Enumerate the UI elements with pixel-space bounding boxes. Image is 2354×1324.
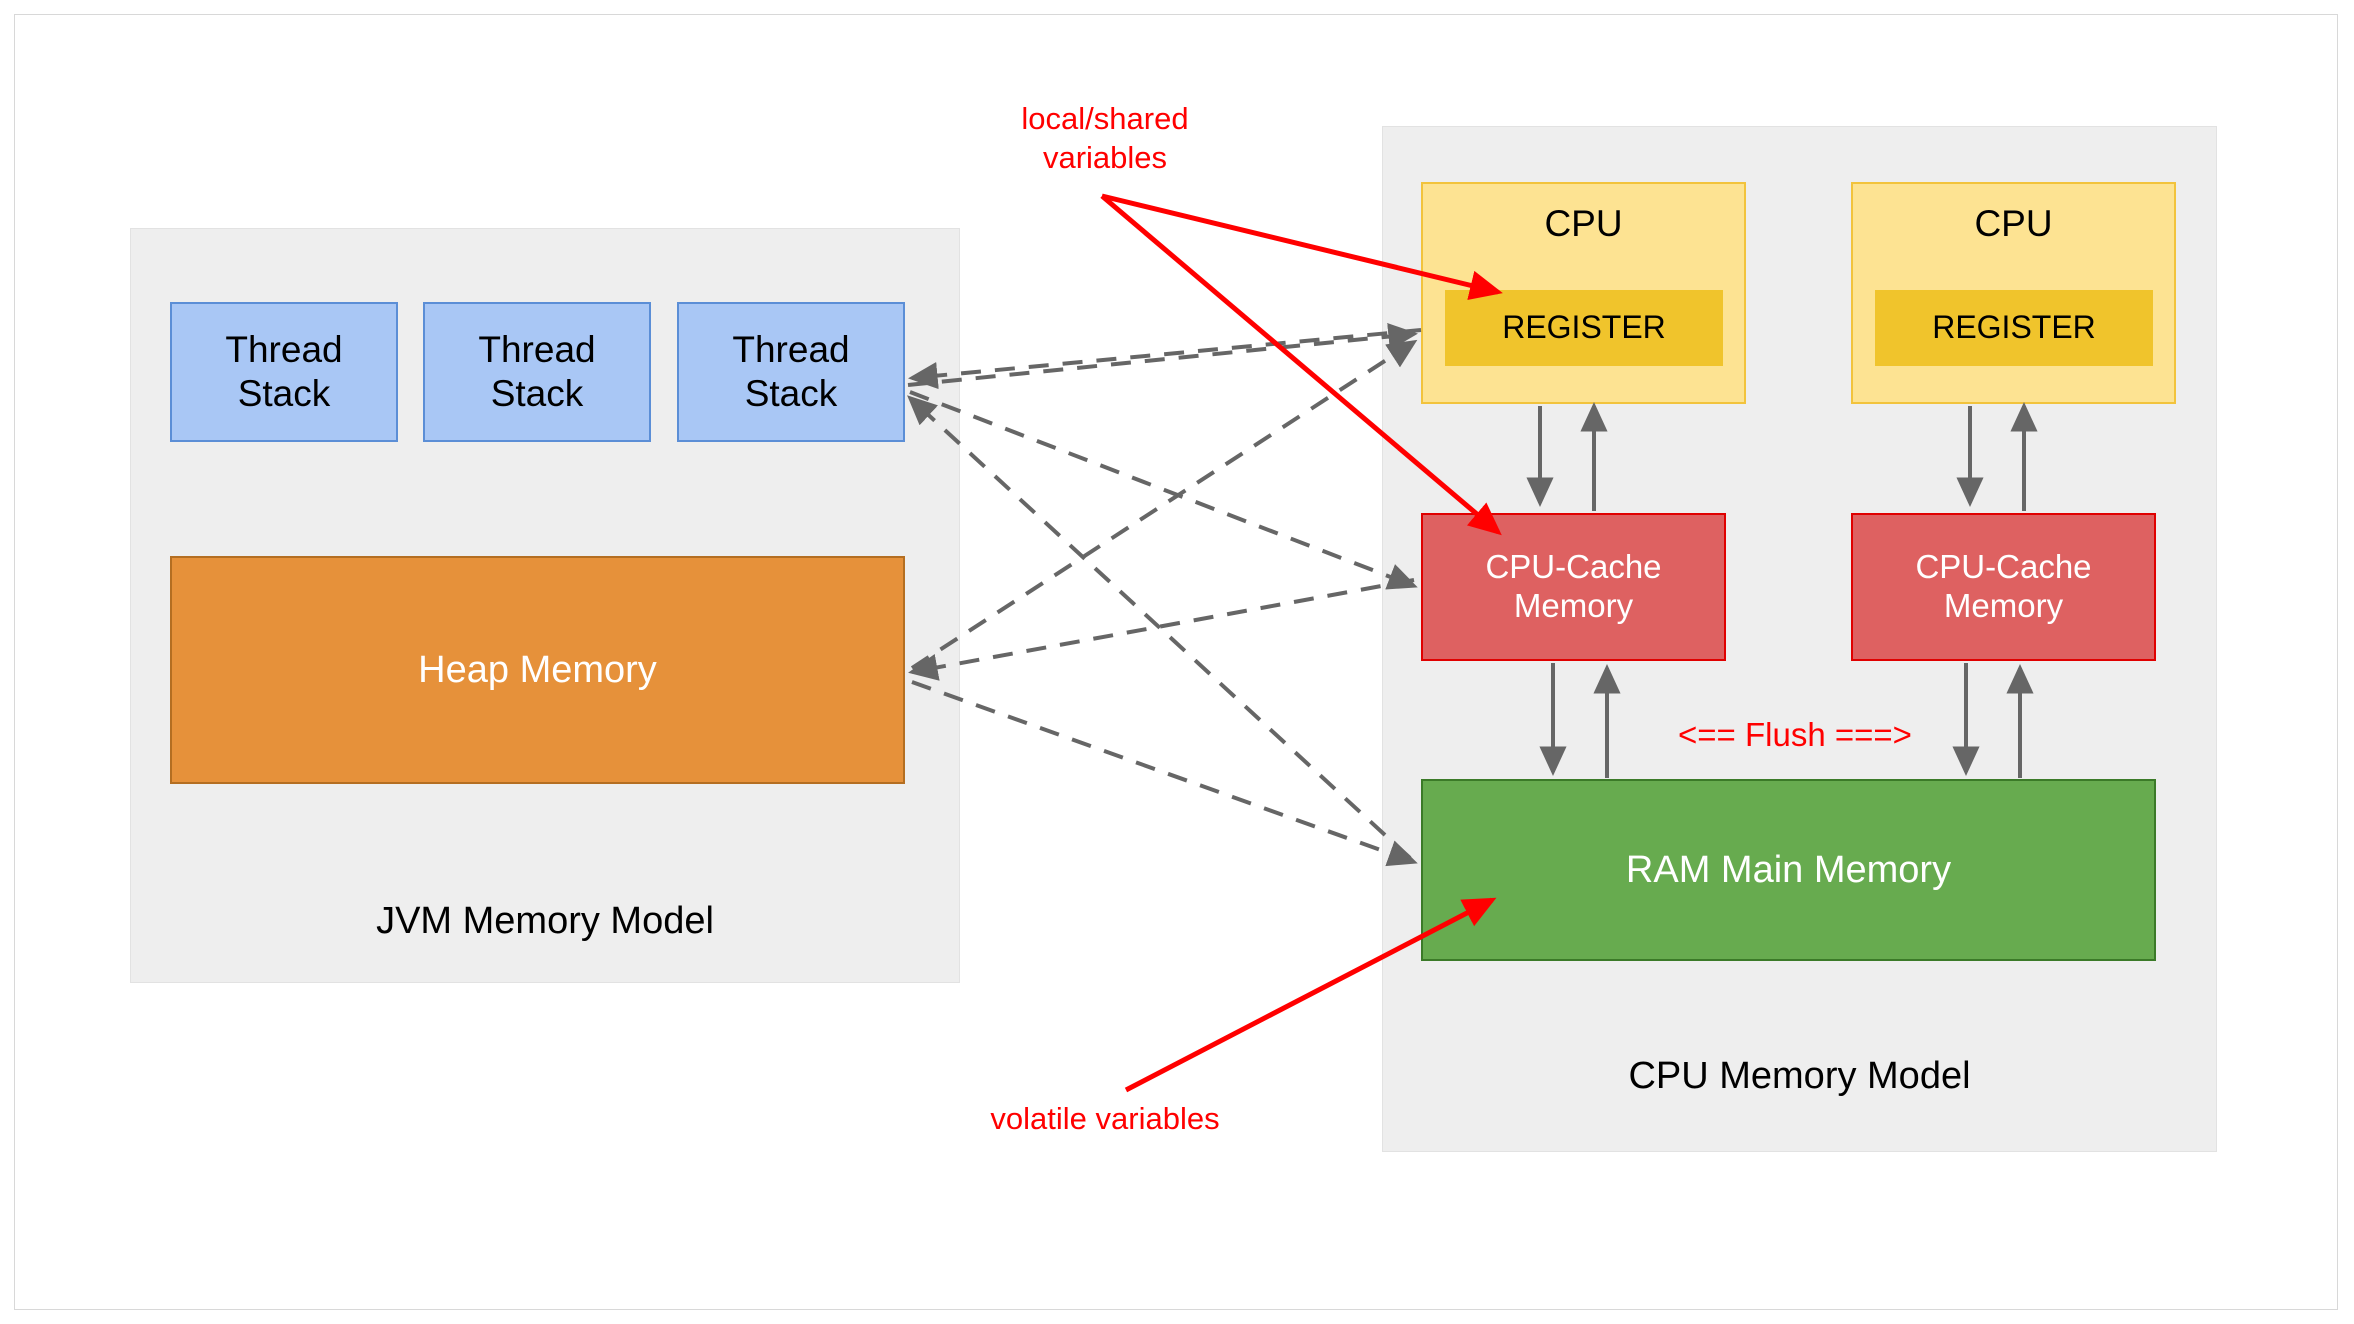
local-shared-variables-annotation: local/shared variables bbox=[1021, 101, 1189, 175]
volatile-variables-annotation: volatile variables bbox=[990, 1101, 1220, 1136]
ram-main-memory-box[interactable]: RAM Main Memory bbox=[1421, 779, 2156, 961]
flush-label: <== Flush ===> bbox=[1678, 716, 1912, 753]
thread-stack-box-2[interactable]: Thread Stack bbox=[423, 302, 651, 442]
cpu-memory-model-title: CPU Memory Model bbox=[1628, 1055, 1971, 1097]
thread-stack-box-3[interactable]: Thread Stack bbox=[677, 302, 905, 442]
register-box-2[interactable]: REGISTER bbox=[1875, 290, 2153, 366]
heap-memory-box[interactable]: Heap Memory bbox=[170, 556, 905, 784]
register-box-1[interactable]: REGISTER bbox=[1445, 290, 1723, 366]
cpu-cache-memory-box-2[interactable]: CPU-Cache Memory bbox=[1851, 513, 2156, 661]
thread-stack-box-1[interactable]: Thread Stack bbox=[170, 302, 398, 442]
jvm-memory-model-title: JVM Memory Model bbox=[376, 900, 714, 942]
cpu-cache-memory-box-1[interactable]: CPU-Cache Memory bbox=[1421, 513, 1726, 661]
